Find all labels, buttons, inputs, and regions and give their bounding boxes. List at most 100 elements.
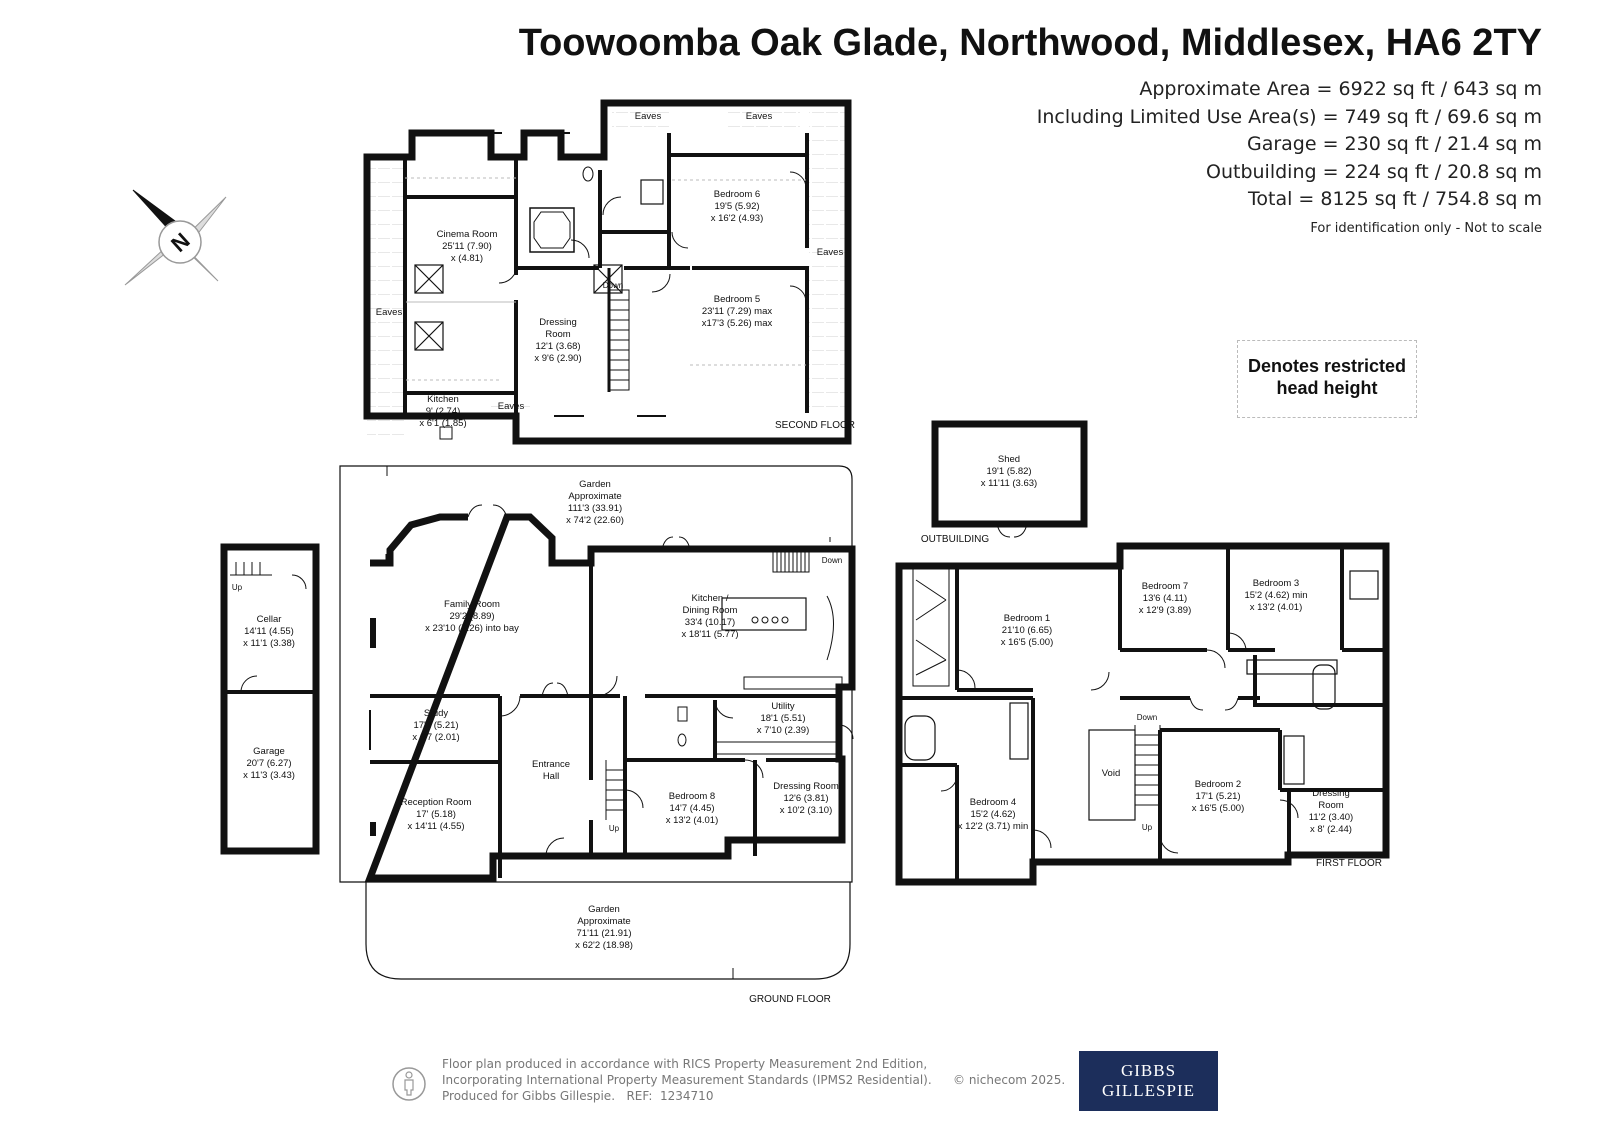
- garage-area: Garage = 230 sq ft / 21.4 sq m: [1246, 133, 1542, 155]
- svg-text:x 8' (2.44): x 8' (2.44): [1310, 824, 1352, 835]
- property-title: Toowoomba Oak Glade, Northwood, Middlese…: [518, 22, 1542, 64]
- svg-text:Bedroom 8: Bedroom 8: [669, 791, 715, 802]
- svg-text:Bedroom 2: Bedroom 2: [1195, 779, 1241, 790]
- svg-text:111'3 (33.91): 111'3 (33.91): [568, 503, 622, 514]
- svg-text:Kitchen /: Kitchen /: [692, 593, 729, 604]
- svg-text:x 11'1 (3.38): x 11'1 (3.38): [243, 638, 295, 649]
- svg-text:33'4 (10.17): 33'4 (10.17): [685, 617, 735, 628]
- first-floor-plan: [895, 542, 1390, 886]
- floor-label: GROUND FLOOR: [749, 994, 831, 1005]
- room-dimension: 9' (2.74): [426, 406, 461, 417]
- void-label: Void: [1102, 768, 1121, 779]
- ground-floor-labels: Garden Approximate 111'3 (33.91) x 74'2 …: [401, 479, 843, 1005]
- svg-text:Garden: Garden: [588, 904, 620, 915]
- svg-text:Dressing Room: Dressing Room: [773, 781, 839, 792]
- svg-text:x 6'1 (1.85): x 6'1 (1.85): [419, 418, 466, 429]
- cellar-garage-plan: [220, 543, 320, 855]
- limited-use-area: Including Limited Use Area(s) = 749 sq f…: [1036, 105, 1542, 128]
- svg-text:x 16'2 (4.93): x 16'2 (4.93): [711, 213, 764, 224]
- svg-text:Bedroom 4: Bedroom 4: [970, 797, 1016, 808]
- svg-text:x 18'11 (5.77): x 18'11 (5.77): [681, 629, 738, 640]
- room-name: Kitchen: [427, 394, 459, 405]
- eaves-label: Eaves: [635, 111, 662, 122]
- room-dimension: 23'11 (7.29) max: [702, 306, 773, 317]
- room-dimension: 12'1 (3.68): [535, 341, 580, 352]
- svg-text:Dressing: Dressing: [1312, 788, 1350, 799]
- svg-text:Bedroom 5: Bedroom 5: [714, 294, 760, 305]
- second-floor-labels: Cinema Room 25'11 (7.90) x (4.81) Bedroo…: [376, 111, 855, 431]
- svg-text:21'10 (6.65): 21'10 (6.65): [1002, 625, 1052, 636]
- person-icon: [392, 1067, 426, 1101]
- area-summary: Approximate Area = 6922 sq ft / 643 sq m…: [1037, 76, 1542, 244]
- svg-text:Garage: Garage: [253, 746, 285, 757]
- svg-text:x 9'6 (2.90): x 9'6 (2.90): [534, 353, 581, 364]
- svg-text:Dining Room: Dining Room: [683, 605, 738, 616]
- stair-up-label: Up: [1142, 823, 1153, 832]
- stair-down-label: Down: [822, 556, 842, 565]
- floor-label: SECOND FLOOR: [775, 420, 855, 431]
- cellar-labels: Cellar 14'11 (4.55) x 11'1 (3.38) Garage…: [232, 583, 295, 781]
- room-name: Room: [545, 329, 570, 340]
- svg-text:13'6 (4.11): 13'6 (4.11): [1143, 593, 1187, 604]
- svg-text:23'11 (7.29) max: 23'11 (7.29) max: [702, 306, 773, 317]
- svg-text:20'7 (6.27): 20'7 (6.27): [246, 758, 291, 769]
- svg-text:14'7 (4.45): 14'7 (4.45): [669, 803, 714, 814]
- svg-text:17' (5.18): 17' (5.18): [416, 809, 456, 820]
- svg-text:18'1 (5.51): 18'1 (5.51): [760, 713, 805, 724]
- svg-text:12'6 (3.81): 12'6 (3.81): [783, 793, 828, 804]
- svg-text:Entrance: Entrance: [532, 759, 570, 770]
- stair-up-label: Up: [609, 824, 620, 833]
- brand-line-2: GILLESPIE: [1101, 1081, 1196, 1100]
- svg-text:x 11'11 (3.63): x 11'11 (3.63): [981, 478, 1037, 489]
- room-name: Dressing: [539, 317, 577, 328]
- svg-text:x 11'3 (3.43): x 11'3 (3.43): [243, 770, 295, 781]
- compass-icon: N: [124, 189, 227, 286]
- second-floor-plan: [363, 99, 852, 445]
- brand-logo: GIBBS GILLESPIE: [1079, 1051, 1218, 1111]
- eaves-label: Eaves: [498, 401, 525, 412]
- svg-text:x17'3 (5.26) max: x17'3 (5.26) max: [702, 318, 773, 329]
- svg-text:15'2 (4.62): 15'2 (4.62): [970, 809, 1015, 820]
- eaves-label: Eaves: [376, 307, 403, 318]
- room-dimension: 19'5 (5.92): [714, 201, 759, 212]
- room-name: Bedroom 6: [714, 189, 760, 200]
- svg-text:Kitchen: Kitchen: [427, 394, 459, 405]
- room-dimension: x 16'2 (4.93): [711, 213, 764, 224]
- svg-text:9' (2.74): 9' (2.74): [426, 406, 461, 417]
- svg-text:Study: Study: [424, 708, 449, 719]
- svg-text:Utility: Utility: [771, 701, 794, 712]
- svg-text:x 12'9 (3.89): x 12'9 (3.89): [1139, 605, 1192, 616]
- room-dimension: x 6'1 (1.85): [419, 418, 466, 429]
- eaves-label: Eaves: [817, 247, 844, 258]
- outbuilding-plan: [931, 420, 1088, 538]
- outbuilding-area: Outbuilding = 224 sq ft / 20.8 sq m: [1206, 160, 1542, 183]
- svg-text:x 16'5 (5.00): x 16'5 (5.00): [1192, 803, 1245, 814]
- svg-text:71'11 (21.91): 71'11 (21.91): [577, 928, 632, 939]
- svg-text:Room: Room: [1318, 800, 1343, 811]
- svg-text:Family Room: Family Room: [444, 599, 500, 610]
- svg-text:Garden: Garden: [579, 479, 611, 490]
- total-area: Total = 8125 sq ft / 754.8 sq m: [1248, 188, 1542, 210]
- svg-text:Bedroom 1: Bedroom 1: [1004, 613, 1050, 624]
- svg-text:x 7'10 (2.39): x 7'10 (2.39): [757, 725, 810, 736]
- restricted-height-legend: Denotes restricted head height: [1237, 340, 1417, 418]
- footer-note: Floor plan produced in accordance with R…: [442, 1057, 932, 1103]
- brand-line-1: GIBBS: [1120, 1061, 1177, 1080]
- svg-text:Reception Room: Reception Room: [401, 797, 472, 808]
- svg-text:11'2 (3.40): 11'2 (3.40): [1309, 812, 1353, 823]
- svg-text:x 14'11 (4.55): x 14'11 (4.55): [407, 821, 464, 832]
- svg-text:Cinema Room: Cinema Room: [437, 229, 498, 240]
- room-name: Cinema Room: [437, 229, 498, 240]
- svg-text:Approximate: Approximate: [577, 916, 630, 927]
- svg-text:x 23'10 (7.26) into bay: x 23'10 (7.26) into bay: [425, 623, 519, 634]
- svg-text:14'11 (4.55): 14'11 (4.55): [244, 626, 294, 637]
- svg-text:Room: Room: [545, 329, 570, 340]
- room-dimension: x 9'6 (2.90): [534, 353, 581, 364]
- svg-text:Bedroom 7: Bedroom 7: [1142, 581, 1188, 592]
- ground-floor-plan: [339, 465, 856, 980]
- svg-text:Bedroom 6: Bedroom 6: [714, 189, 760, 200]
- svg-text:19'5 (5.92): 19'5 (5.92): [714, 201, 759, 212]
- first-floor-labels: Bedroom 1 21'10 (6.65) x 16'5 (5.00) Bed…: [958, 578, 1382, 869]
- eaves-label: Eaves: [746, 111, 773, 122]
- stair-up-label: Up: [232, 583, 243, 592]
